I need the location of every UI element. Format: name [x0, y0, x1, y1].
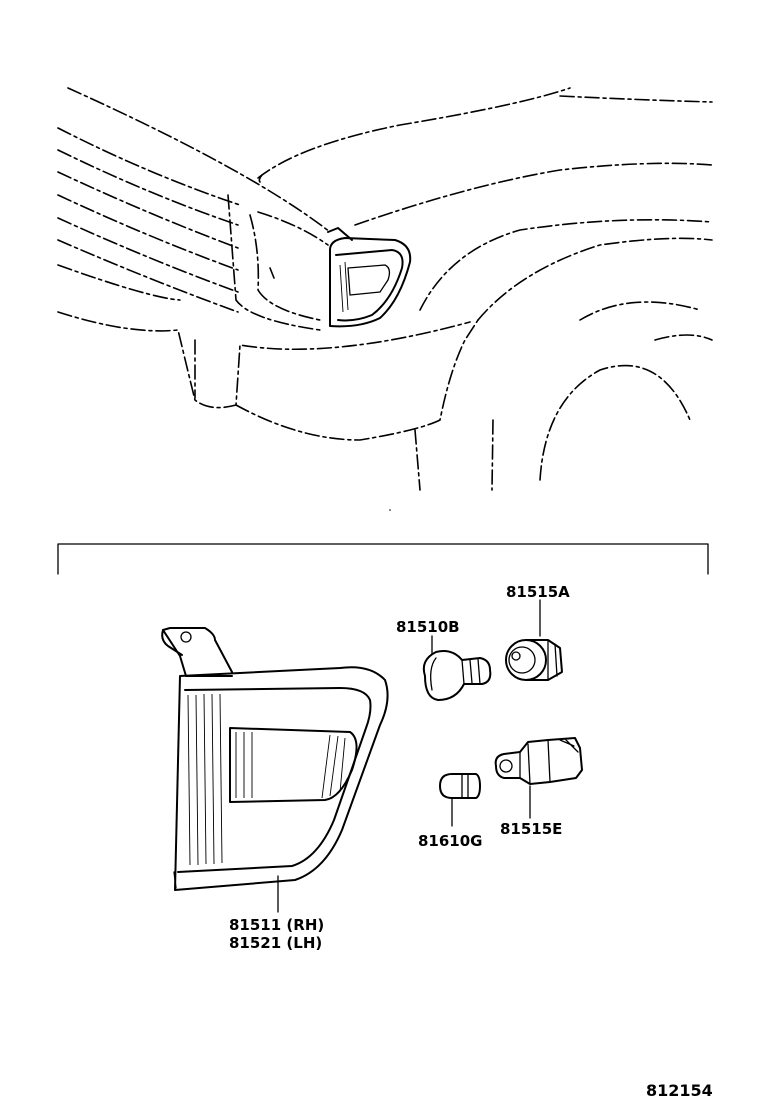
label-bulb-large: 81510B	[396, 618, 460, 636]
label-socket-small: 81515E	[500, 820, 562, 838]
label-bulb-small: 81610G	[418, 832, 483, 850]
label-lamp-lh: 81521 (LH)	[229, 934, 322, 952]
corner-lamp-assembly	[161, 627, 389, 913]
socket-large-icon	[505, 599, 563, 681]
vehicle-front-illustration	[57, 87, 713, 511]
label-socket-large: 81515A	[506, 583, 570, 601]
socket-small-icon	[494, 737, 583, 819]
group-bracket	[57, 543, 709, 575]
figure-number: 812154	[646, 1081, 713, 1100]
bulb-large-icon	[422, 635, 492, 701]
bulb-small-icon	[439, 773, 481, 827]
label-lamp-rh: 81511 (RH)	[229, 916, 324, 934]
